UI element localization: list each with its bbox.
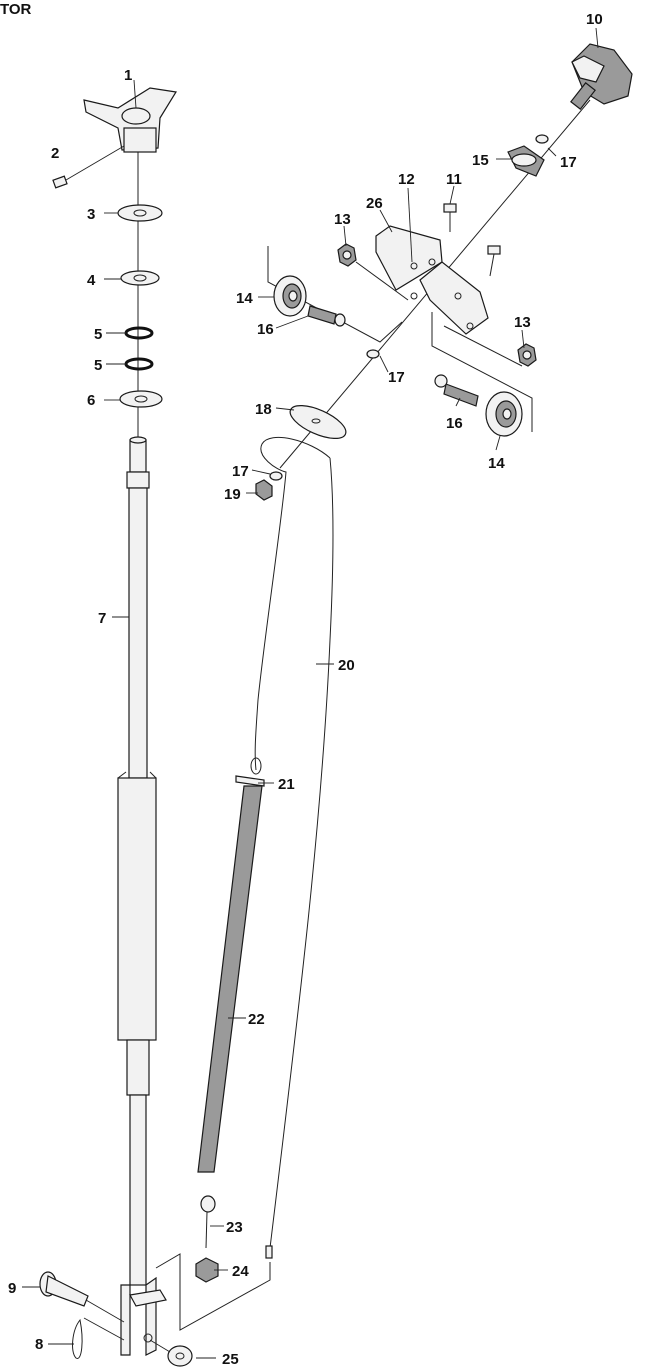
cable-anchor-bracket-outline bbox=[155, 1253, 271, 1331]
callout-12: 12 bbox=[398, 171, 415, 188]
callout-14-right: 14 bbox=[488, 455, 505, 472]
callout-17-low: 17 bbox=[232, 463, 249, 480]
bolt-right bbox=[487, 245, 501, 277]
callout-22: 22 bbox=[248, 1011, 265, 1028]
part-16-bolt-left bbox=[307, 305, 346, 327]
callout-21: 21 bbox=[278, 776, 295, 793]
callout-13-upper: 13 bbox=[334, 211, 351, 228]
part-24-nut bbox=[195, 1257, 219, 1283]
callout-16-left: 16 bbox=[257, 321, 274, 338]
callout-14-left: 14 bbox=[236, 290, 253, 307]
callout-5-upper: 5 bbox=[94, 326, 102, 343]
part-20-cable-upper bbox=[254, 436, 331, 771]
callout-6: 6 bbox=[87, 392, 95, 409]
callout-2: 2 bbox=[51, 145, 59, 162]
part-17-washer-top bbox=[535, 134, 549, 144]
part-19-nut bbox=[255, 479, 273, 501]
part-2-set-screw bbox=[52, 145, 125, 189]
part-3-washer-hole bbox=[133, 209, 147, 217]
part-21-clip bbox=[235, 775, 265, 787]
callout-17-mid: 17 bbox=[388, 369, 405, 386]
callout-5-lower: 5 bbox=[94, 357, 102, 374]
part-13-nut-lower bbox=[517, 343, 537, 367]
callout-8: 8 bbox=[35, 1336, 43, 1353]
part-9-clevis-pin bbox=[39, 1271, 125, 1323]
part-20-cable-lower bbox=[269, 457, 334, 1249]
pulley-panel-link bbox=[355, 261, 409, 301]
part-16-bolt-right bbox=[434, 374, 479, 407]
callout-17-top: 17 bbox=[560, 154, 577, 171]
part-5-ring-lower bbox=[124, 357, 154, 371]
cable-end-ferrule bbox=[265, 1245, 273, 1259]
part-6-washer-hole bbox=[134, 395, 148, 403]
part-14-pulley-right bbox=[485, 391, 523, 437]
part-26-bracket bbox=[375, 225, 489, 335]
callout-23: 23 bbox=[226, 1219, 243, 1236]
cable-eye bbox=[250, 757, 262, 775]
part-22-spring bbox=[197, 785, 263, 1173]
part-17-washer-mid bbox=[366, 349, 380, 359]
callout-16-right: 16 bbox=[446, 415, 463, 432]
callout-3: 3 bbox=[87, 206, 95, 223]
part-7-rod bbox=[117, 436, 167, 1356]
callout-25: 25 bbox=[222, 1351, 239, 1368]
part-6-washer bbox=[119, 390, 163, 408]
part-23-eye-bolt bbox=[200, 1195, 216, 1249]
part-4-washer bbox=[120, 270, 160, 286]
callout-11: 11 bbox=[446, 171, 462, 188]
part-13-nut-upper bbox=[337, 243, 357, 267]
callout-18: 18 bbox=[255, 401, 272, 418]
callout-1: 1 bbox=[124, 67, 132, 84]
callout-labels: 1 2 3 4 5 5 6 7 8 9 10 11 12 13 13 14 14… bbox=[8, 11, 603, 1368]
callout-24: 24 bbox=[232, 1263, 249, 1280]
callout-4: 4 bbox=[87, 272, 96, 289]
callout-19: 19 bbox=[224, 486, 241, 503]
callout-13-lower: 13 bbox=[514, 314, 531, 331]
part-25-washer bbox=[167, 1345, 193, 1367]
callout-10: 10 bbox=[586, 11, 603, 28]
pulley-panel-outline-right bbox=[431, 312, 533, 432]
leader-lines bbox=[22, 27, 599, 1359]
part-15-block bbox=[507, 145, 545, 177]
part-4-washer-hole bbox=[133, 274, 147, 282]
part-14-pulley-left bbox=[273, 275, 307, 317]
part-25-axis bbox=[149, 1339, 171, 1353]
part-5-ring-upper bbox=[124, 326, 154, 340]
part-1-wing-knob bbox=[83, 87, 177, 153]
callout-7: 7 bbox=[98, 610, 106, 627]
diagram-title: TOR bbox=[0, 1, 32, 18]
part-11-bolt bbox=[443, 203, 457, 232]
part-8-hairpin-clip bbox=[72, 1317, 125, 1359]
part-17-washer-low bbox=[269, 471, 283, 481]
callout-15: 15 bbox=[472, 152, 489, 169]
part-25-washer-hole bbox=[175, 1352, 185, 1360]
part-3-washer bbox=[117, 204, 163, 222]
pulley-panel-link-right bbox=[443, 325, 523, 367]
part-18-disc bbox=[289, 404, 347, 440]
callout-20: 20 bbox=[338, 657, 355, 674]
callout-9: 9 bbox=[8, 1280, 16, 1297]
part-10-knob bbox=[570, 43, 633, 110]
callout-26: 26 bbox=[366, 195, 383, 212]
